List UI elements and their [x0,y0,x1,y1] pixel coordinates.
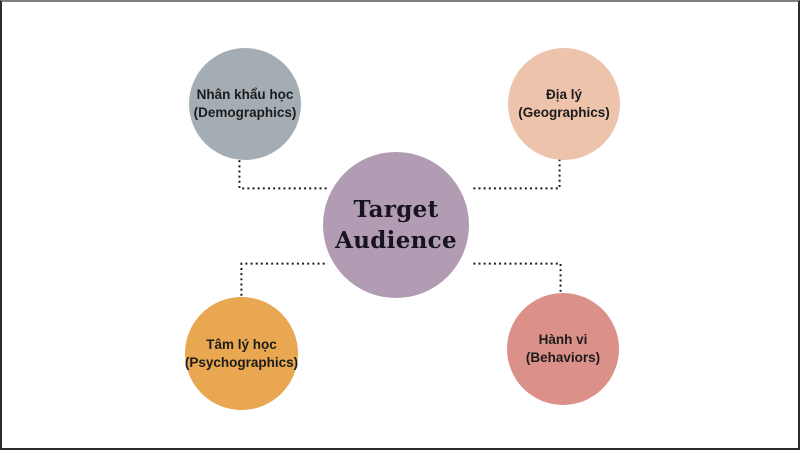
node-demographics-label-vi: Nhân khẩu học [196,87,294,103]
node-behaviors-label-vi: Hành vi [538,332,588,348]
node-behaviors-label-en: (Behaviors) [525,350,601,365]
node-geographics-label-en: (Geographics) [518,105,610,120]
node-center-target-audience: Target Audience [323,152,469,298]
node-demographics-label-en: (Demographics) [193,105,297,120]
center-title: Target Audience [335,195,457,254]
node-geographics-label-vi: Địa lý [545,87,583,103]
node-psychographics-label-vi: Tâm lý học [206,336,277,352]
node-psychographics: Tâm lý học (Psychographics) [185,297,298,410]
node-psychographics-label-en: (Psychographics) [184,354,299,370]
connector-line-psychographics [240,262,325,301]
node-behaviors: Hành vi (Behaviors) [507,293,619,405]
node-geographics: Địa lý (Geographics) [508,48,620,160]
node-demographics: Nhân khẩu học (Demographics) [189,48,301,160]
